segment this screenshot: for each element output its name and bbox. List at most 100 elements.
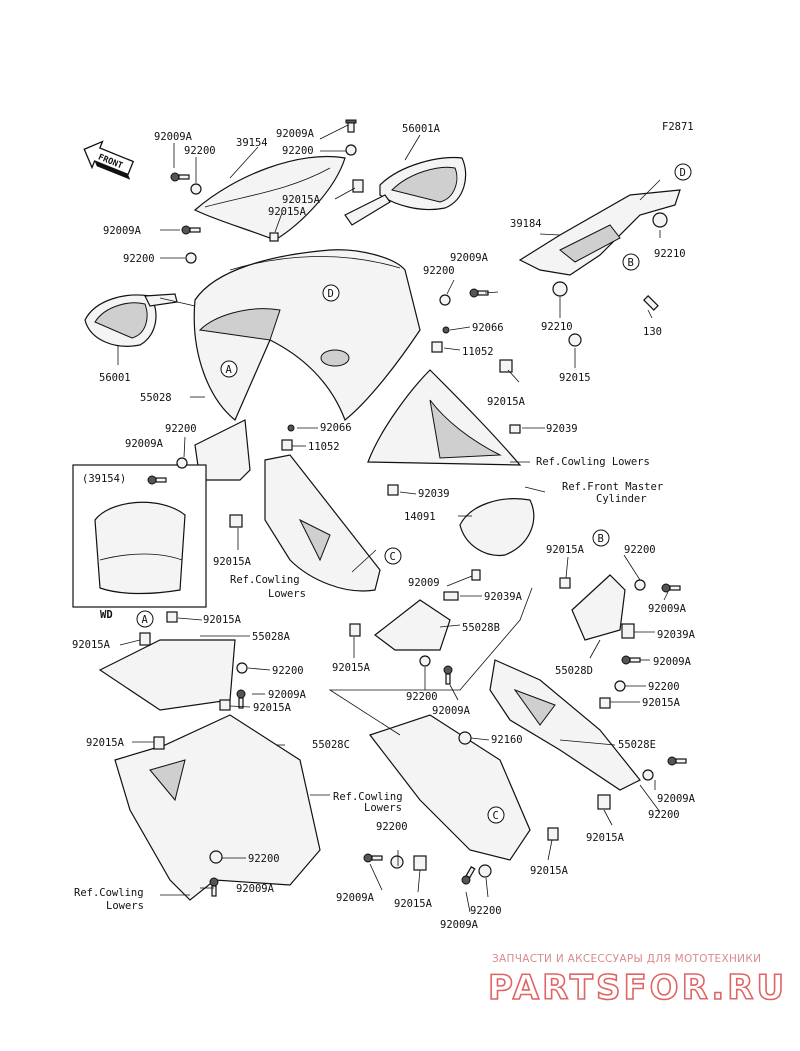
part-label: Ref.Cowling Lowers xyxy=(536,456,650,468)
ref-b-text-2: B xyxy=(598,533,604,545)
leader-lines xyxy=(117,124,669,913)
cover-14091-part xyxy=(459,498,535,557)
part-label: 92200 xyxy=(282,145,314,157)
ref-circle-b-2: B xyxy=(592,529,610,547)
part-label: 92200 xyxy=(272,665,304,677)
part-label: 55028A xyxy=(252,631,291,643)
part-label: 92200 xyxy=(184,145,216,157)
part-label: 92039A xyxy=(657,629,696,641)
part-label: 92015A xyxy=(203,614,242,626)
lower-fairing-left-part xyxy=(114,714,321,901)
ref-d-text-1: D xyxy=(328,288,334,300)
ref-a-text-1: A xyxy=(226,364,233,376)
part-label: 39184 xyxy=(510,218,542,230)
part-label: 56001A xyxy=(402,123,441,135)
part-label: 55028D xyxy=(555,665,593,677)
part-label: 92015A xyxy=(282,194,321,206)
ref-circle-d-1: D xyxy=(322,284,340,302)
part-label: 92200 xyxy=(165,423,197,435)
part-label: 92009A xyxy=(657,793,696,805)
part-label: 92015A xyxy=(487,396,526,408)
part-label: Ref.Cowling xyxy=(333,791,403,803)
part-label: 92015A xyxy=(642,697,681,709)
part-label: 55028B xyxy=(462,622,500,634)
watermark-logo: ЗАПЧАСТИ И АКСЕССУАРЫ ДЛЯ МОТОТЕХНИКИ PA… xyxy=(487,953,785,1009)
part-label: 92009A xyxy=(236,883,275,895)
part-label: 92210 xyxy=(541,321,573,333)
ref-circle-d-2: D xyxy=(674,163,692,181)
fastener-bolts xyxy=(139,119,687,897)
part-label: Ref.Cowling xyxy=(74,887,144,899)
part-label: 92039 xyxy=(418,488,450,500)
part-label: 11052 xyxy=(462,346,494,358)
part-label: 92200 xyxy=(648,681,680,693)
part-label: 56001 xyxy=(99,372,131,384)
part-label: 92200 xyxy=(470,905,502,917)
ref-circle-c-2: C xyxy=(487,806,505,824)
ref-b-text-1: B xyxy=(628,257,634,269)
part-label: 92066 xyxy=(320,422,352,434)
part-label: 92009A xyxy=(125,438,164,450)
part-label: 92015A xyxy=(86,737,125,749)
figure-code: F2871 xyxy=(662,121,694,133)
part-label: 92009A xyxy=(154,131,193,143)
inner-cowl-55028C-part xyxy=(369,714,531,861)
part-label: 92200 xyxy=(123,253,155,265)
part-label: 92009A xyxy=(276,128,315,140)
part-label: Lowers xyxy=(364,802,402,814)
part-label: 92015A xyxy=(530,865,569,877)
upper-cowl-part xyxy=(193,249,421,421)
ref-circle-a-1: A xyxy=(220,360,238,378)
bracket-55028D-part xyxy=(571,574,626,641)
part-label: Ref.Front Master xyxy=(562,481,663,493)
part-label: 130 xyxy=(643,326,662,338)
part-label: 92015A xyxy=(268,206,307,218)
part-label: 92009A xyxy=(648,603,687,615)
ref-c-text-2: C xyxy=(493,810,499,822)
front-arrow-icon: FRONT xyxy=(83,140,135,180)
part-label: 92200 xyxy=(248,853,280,865)
part-label: Lowers xyxy=(106,900,144,912)
part-label: 55028 xyxy=(140,392,172,404)
part-label: 92015A xyxy=(253,702,292,714)
ref-d-text-2: D xyxy=(680,167,686,179)
part-label: 92200 xyxy=(406,691,438,703)
part-label: 92066 xyxy=(472,322,504,334)
part-label: 92009 xyxy=(408,577,440,589)
part-labels: 92009A 39154 92009A 56001A 92200 92200 9… xyxy=(72,123,696,931)
part-label: 92009A xyxy=(268,689,307,701)
part-label: 55028C xyxy=(312,739,350,751)
mirror-left-part xyxy=(84,293,178,347)
part-label: 92200 xyxy=(624,544,656,556)
part-label: 14091 xyxy=(404,511,436,523)
part-label: 92015A xyxy=(586,832,625,844)
inset-box: (39154) xyxy=(72,464,207,608)
part-label: 92015 xyxy=(559,372,591,384)
part-label: 92200 xyxy=(423,265,455,277)
part-label: 92009A xyxy=(450,252,489,264)
mirror-right-part xyxy=(344,156,467,226)
watermark-tagline: ЗАПЧАСТИ И АКСЕССУАРЫ ДЛЯ МОТОТЕХНИКИ xyxy=(492,953,761,965)
part-label: 92039 xyxy=(546,423,578,435)
part-label: 92200 xyxy=(648,809,680,821)
part-label: 92210 xyxy=(654,248,686,260)
part-label: 92015A xyxy=(213,556,252,568)
inner-cowl-left-part xyxy=(264,454,381,592)
part-label: Lowers xyxy=(268,588,306,600)
part-label: 11052 xyxy=(308,441,340,453)
ref-circle-a-2: A xyxy=(136,610,154,628)
part-label: 92015A xyxy=(72,639,111,651)
part-label: 92009A xyxy=(440,919,479,931)
part-label: 92015A xyxy=(546,544,585,556)
inset-title: (39154) xyxy=(82,473,126,485)
part-label: 92200 xyxy=(376,821,408,833)
part-label: 92009A xyxy=(653,656,692,668)
ref-c-text-1: C xyxy=(390,551,396,563)
windshield-part xyxy=(193,155,346,241)
ref-circle-c-1: C xyxy=(384,547,402,565)
bracket-55028B-part xyxy=(374,599,451,651)
inner-cowl-55028A-part xyxy=(98,639,236,711)
wd-label: WD xyxy=(100,609,113,621)
part-label: 92015A xyxy=(332,662,371,674)
